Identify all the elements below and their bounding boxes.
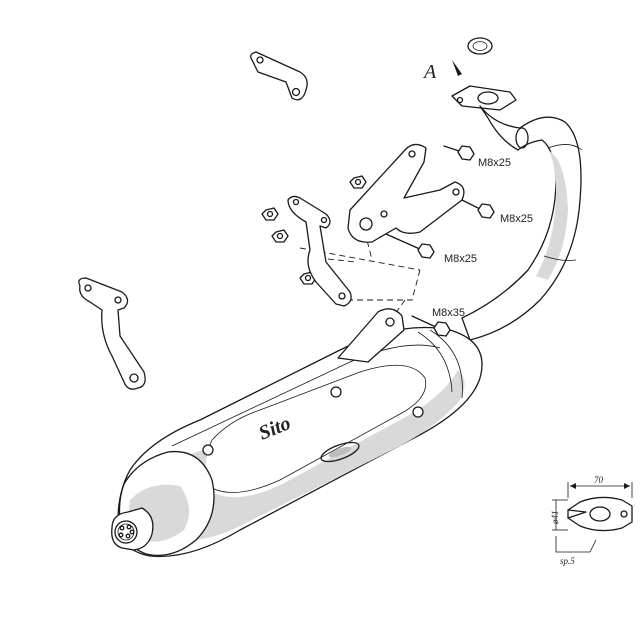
flange-detail: 70 ø41 sp.5 xyxy=(550,475,633,566)
header-pipe xyxy=(451,85,583,341)
tail-pipe-outlet xyxy=(111,507,154,551)
bolt-m8x25-upper xyxy=(443,145,475,161)
bolt-label: M8x35 xyxy=(432,307,465,319)
muffler-mount-lug xyxy=(337,308,405,363)
hex-nut xyxy=(349,175,367,189)
middle-bracket xyxy=(287,195,352,307)
gasket-ring xyxy=(467,37,493,55)
height-dimension: ø41 xyxy=(550,511,560,526)
left-bracket xyxy=(78,277,146,390)
hex-nut xyxy=(271,229,289,243)
width-dimension: 70 xyxy=(594,475,604,485)
hex-nut xyxy=(261,207,279,221)
view-label-a: A xyxy=(422,61,437,83)
main-mounting-bracket xyxy=(347,143,465,243)
bolt-label: M8x25 xyxy=(500,213,533,225)
bolt-m8x25-lower xyxy=(385,233,435,259)
bolt-label: M8x25 xyxy=(478,157,511,169)
view-arrow-icon xyxy=(452,60,462,76)
thickness-dimension: sp.5 xyxy=(560,556,575,566)
muffler-body: Sito xyxy=(117,326,483,558)
bolt-label: M8x25 xyxy=(444,253,477,265)
bolt-m8x35 xyxy=(411,315,451,337)
bolt-m8x25-right xyxy=(461,199,495,219)
upper-small-bracket xyxy=(250,51,308,101)
